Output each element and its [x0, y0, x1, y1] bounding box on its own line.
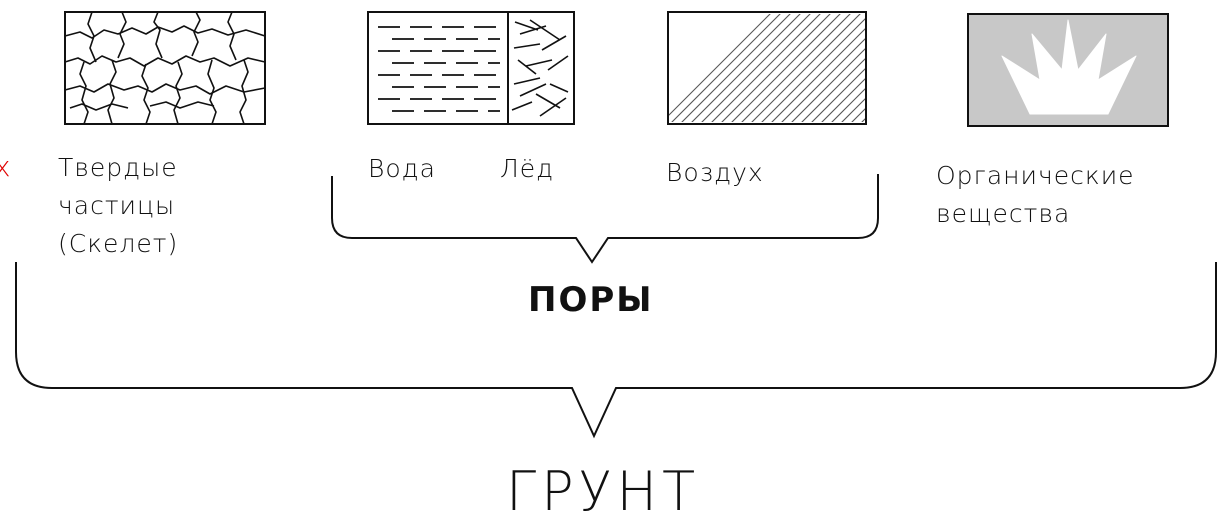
ice-label: Лёд [500, 154, 555, 183]
air-hatch-line [861, 117, 866, 122]
soil-group-label: ГРУНТ [506, 460, 701, 523]
solid-particles-label: Твердые частицы (Скелет) [58, 149, 178, 263]
air-hatched-icon [667, 11, 982, 125]
air-hatch-line [771, 27, 866, 122]
edge-mark: x [0, 150, 12, 183]
air-hatch-line [711, 14, 821, 122]
soil-brace [15, 262, 1217, 439]
pores-brace [331, 174, 879, 264]
air-label: Воздух [666, 158, 764, 187]
solid-particles-icon [64, 11, 266, 125]
pores-group-label: ПОРЫ [528, 280, 654, 320]
air-hatch-line [668, 14, 771, 117]
air-hatch-line [751, 14, 861, 122]
air-hatch-line [761, 17, 866, 122]
air-hatch-line [821, 77, 866, 122]
air-hatch-line [801, 57, 866, 122]
air-hatch-line [870, 12, 982, 124]
air-hatch-line [811, 67, 866, 122]
air-hatch-line [721, 14, 831, 122]
air-hatch-line [791, 47, 866, 122]
water-ice-icon [367, 11, 575, 125]
air-hatch-line [671, 14, 781, 122]
air-hatch-line [701, 14, 811, 122]
air-hatch-line [781, 37, 866, 122]
water-label: Вода [368, 154, 436, 183]
solid-particles-line-3: (Скелет) [58, 229, 179, 258]
solid-particles-line-2: частицы [58, 191, 176, 220]
ice-crystals-icon [511, 19, 569, 117]
air-hatch-line [691, 14, 801, 122]
organic-matter-line-1: Органические [936, 161, 1135, 190]
air-hatch-line [731, 14, 841, 122]
organic-plant-shape [1001, 19, 1137, 115]
air-hatch-line [841, 97, 866, 122]
organic-matter-icon [967, 13, 1169, 127]
air-hatch-line [831, 87, 866, 122]
organic-matter-line-2: вещества [936, 199, 1071, 228]
water-dashes-icon [378, 26, 500, 112]
solid-particles-line-1: Твердые [58, 153, 178, 182]
organic-matter-label: Органические вещества [936, 157, 1135, 233]
air-hatch-line [681, 14, 791, 122]
air-hatch-line [741, 14, 851, 122]
